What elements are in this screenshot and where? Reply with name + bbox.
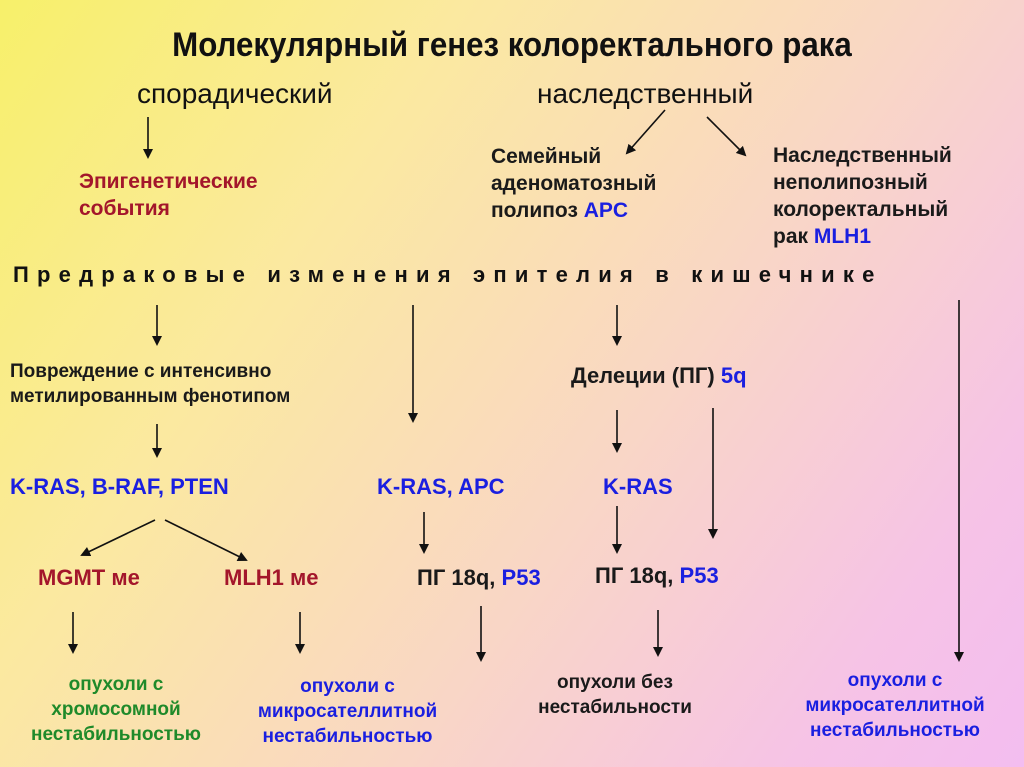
deletion-node: Делеции (ПГ) 5q (571, 363, 747, 388)
arrow-to-fap (625, 109, 666, 155)
outcome-no-instability: опухоли без нестабильности (538, 672, 692, 718)
arrow-to-hnpcc (706, 116, 747, 157)
mlh1-node: MLH1 ме (224, 565, 319, 590)
precancer-heading: Предраковые изменения эпителия в кишечни… (13, 262, 883, 287)
genes-right: K-RAS (603, 474, 673, 499)
epigenetic-events: Эпигенетические события (79, 170, 258, 220)
mgmt-node: MGMT ме (38, 565, 140, 590)
branch-sporadic: спорадический (137, 78, 333, 109)
fap-node: Семейный аденоматозный полипоз APC (491, 145, 657, 222)
arrow-to-mgmt (80, 519, 156, 557)
pg-right-node: ПГ 18q, P53 (595, 563, 719, 588)
pg-mid-node: ПГ 18q, P53 (417, 565, 541, 590)
damage-node: Повреждение с интенсивно метилированным … (10, 361, 291, 407)
arrow-to-mlh1 (164, 519, 248, 561)
branch-hereditary: наследственный (537, 78, 754, 109)
genes-mid: K-RAS, APC (377, 474, 505, 499)
hnpcc-node: Наследственный неполипозный колоректальн… (773, 144, 952, 248)
genes-left: K-RAS, B-RAF, PTEN (10, 474, 229, 499)
outcome-microsat-right: опухоли с микросателлитной нестабильност… (805, 670, 985, 741)
outcome-microsat-left: опухоли с микросателлитной нестабильност… (257, 676, 438, 747)
page-title: Молекулярный генез колоректального рака (172, 26, 852, 64)
outcome-chromosomal: опухоли с хромосомной нестабильностью (30, 674, 201, 745)
